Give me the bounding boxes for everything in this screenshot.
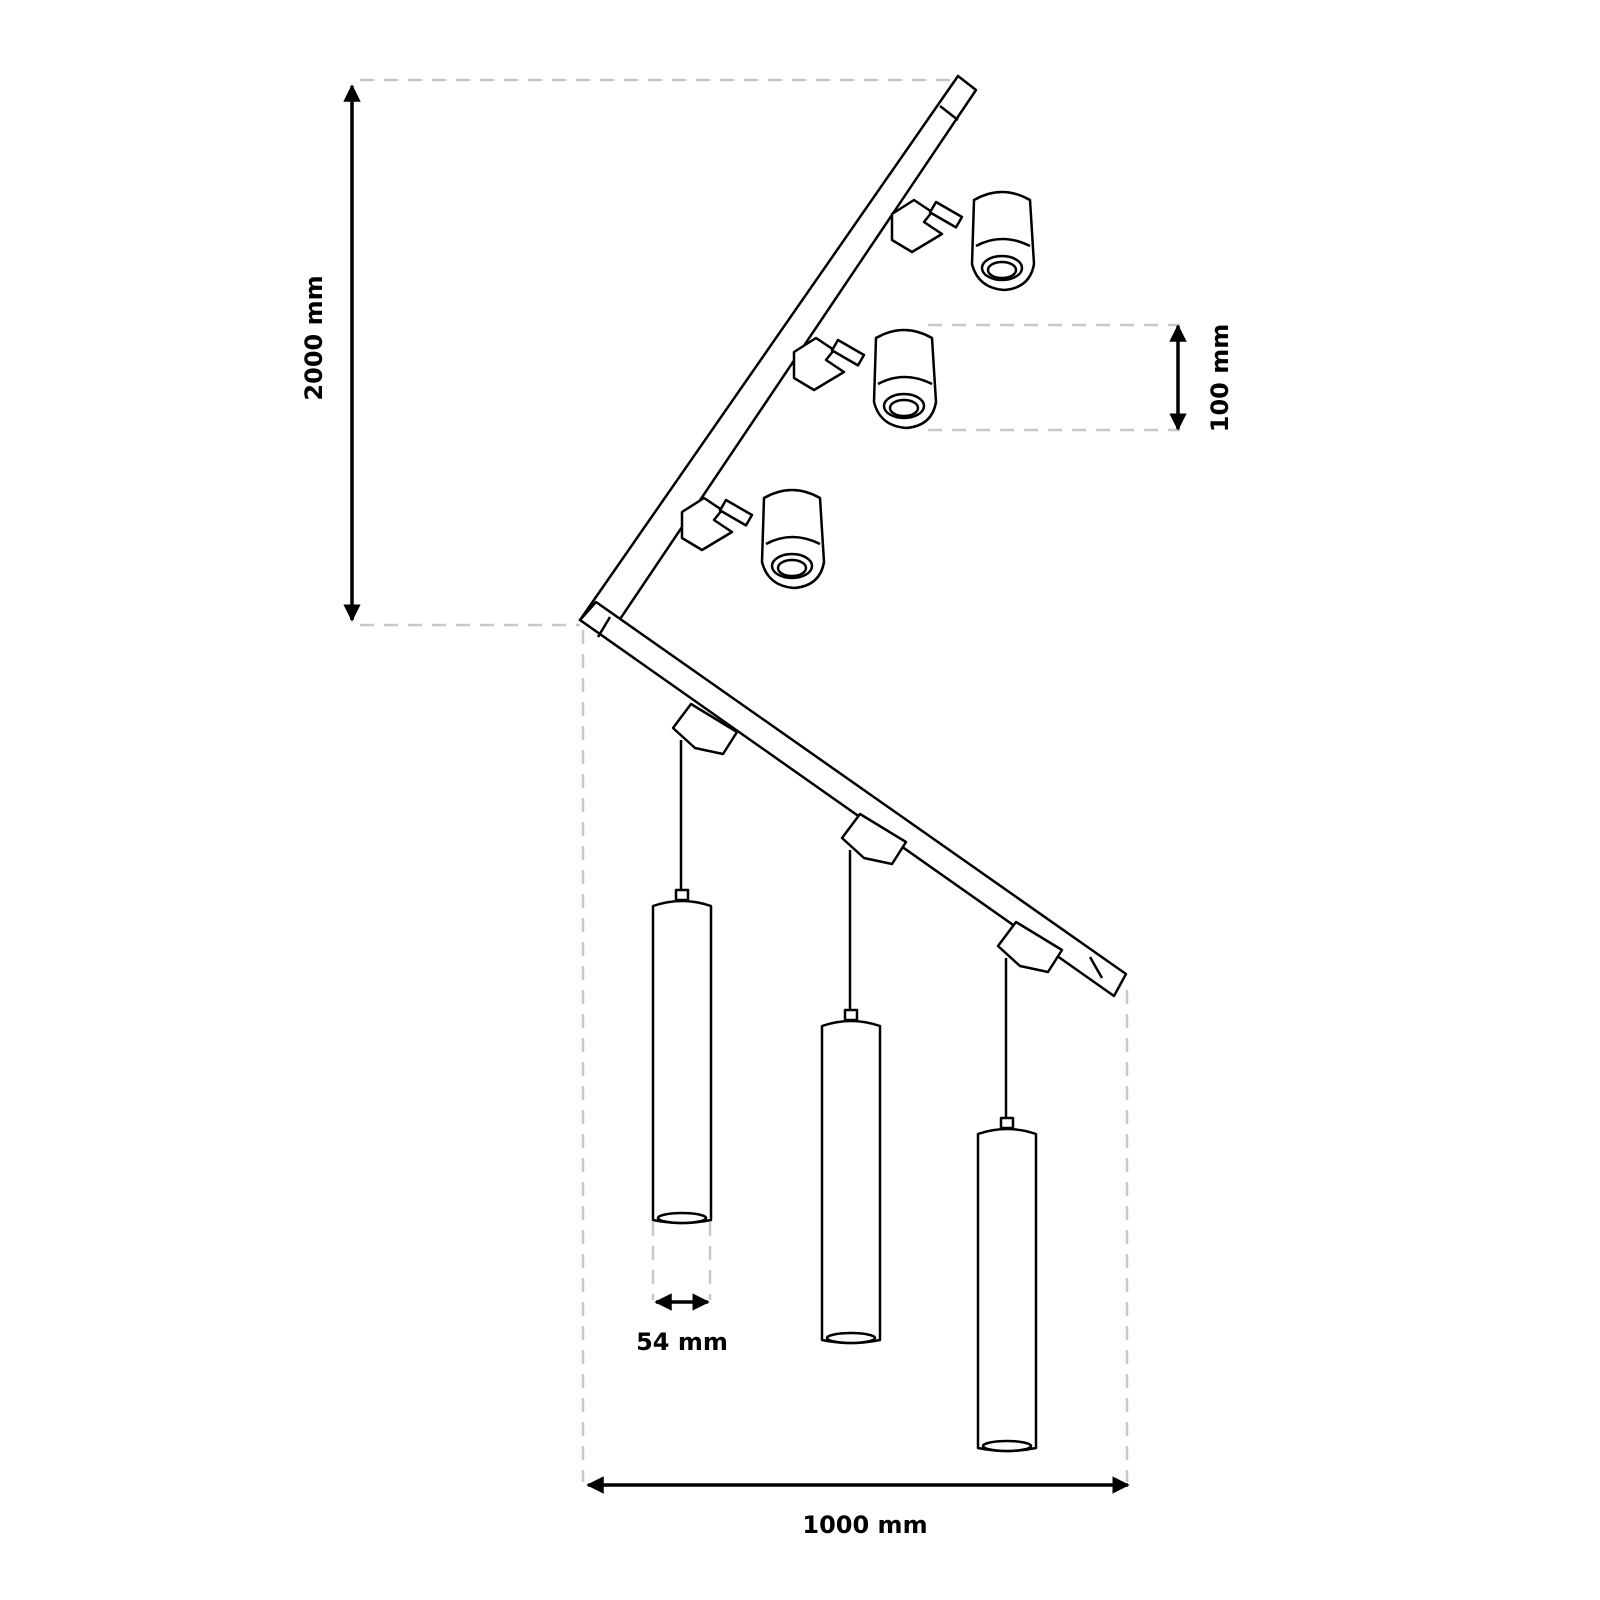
lower-track [578, 600, 1128, 998]
pendant-light [820, 812, 908, 1345]
spotlight [680, 488, 826, 590]
width-label: 1000 mm [802, 1511, 927, 1539]
pendant-light [976, 920, 1064, 1453]
pendants [651, 702, 1064, 1453]
guide-lines [360, 78, 1180, 1482]
height-label: 2000 mm [300, 275, 328, 400]
spotlight [890, 190, 1036, 292]
spotlight [792, 328, 938, 430]
pendant-light [651, 702, 739, 1225]
spot-height-label: 100 mm [1206, 324, 1234, 432]
spotlights [680, 190, 1036, 590]
diameter-label: 54 mm [636, 1328, 728, 1356]
